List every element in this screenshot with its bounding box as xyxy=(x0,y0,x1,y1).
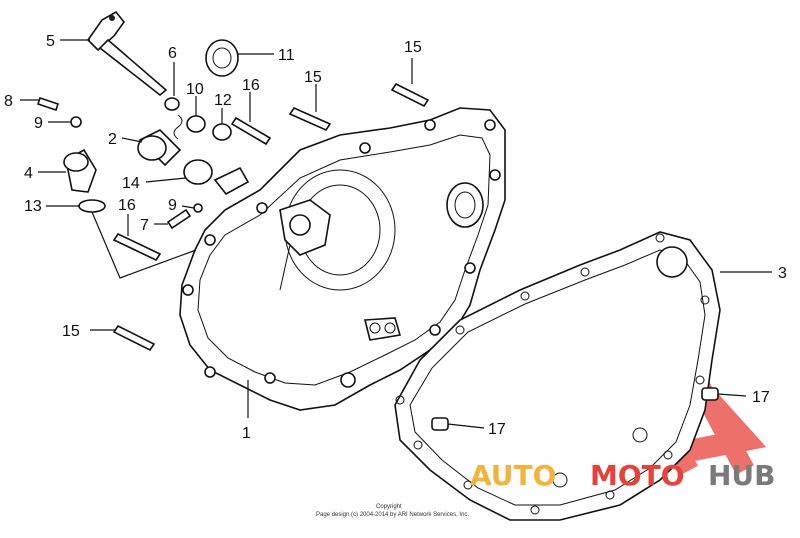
callout-4: 4 xyxy=(24,165,33,182)
callout-1: 1 xyxy=(242,425,251,442)
bolt-15a xyxy=(288,106,332,132)
callout-12: 12 xyxy=(214,92,232,109)
bolt-16a xyxy=(230,116,272,146)
bolt-15b xyxy=(390,82,430,108)
clutch-lever-arm xyxy=(86,10,168,97)
callout-17-left: 17 xyxy=(488,421,506,438)
watermark-hub: HUB xyxy=(708,459,776,492)
callout-9-left: 9 xyxy=(34,115,43,132)
callout-15-top: 15 xyxy=(404,39,422,56)
callout-10: 10 xyxy=(186,81,204,98)
callout-3: 3 xyxy=(778,265,787,282)
watermark-moto: MOTO xyxy=(590,459,685,492)
right-crankcase-cover xyxy=(179,107,506,411)
lever-spring xyxy=(164,97,183,140)
oil-filler-cap xyxy=(63,148,97,193)
callout-14: 14 xyxy=(122,175,140,192)
screw-7 xyxy=(166,208,192,230)
callout-15-left: 15 xyxy=(62,323,80,340)
watermark-auto: AUTO xyxy=(470,459,556,492)
callout-11: 11 xyxy=(278,47,295,64)
bolt-15c xyxy=(112,324,156,352)
bushing xyxy=(137,129,182,167)
washer-9b xyxy=(193,203,203,213)
callout-15-mid: 15 xyxy=(304,69,322,86)
cover-gasket xyxy=(394,231,721,521)
callout-17-right: 17 xyxy=(752,389,770,406)
washer-9a xyxy=(70,116,82,128)
copyright-notice: Page design (c) 2004-2014 by ARI Network… xyxy=(316,512,469,518)
seal-10 xyxy=(186,115,206,133)
callout-2: 2 xyxy=(108,131,117,148)
o-ring xyxy=(183,159,213,185)
watermark-text: AUTO MOTO HUB xyxy=(470,459,776,492)
leader-lines xyxy=(20,39,772,429)
bolt-16b xyxy=(112,232,162,262)
dowel-17a xyxy=(431,417,449,431)
callout-16-top: 16 xyxy=(242,77,260,94)
cable-guide xyxy=(213,166,250,196)
callout-16-left: 16 xyxy=(118,197,136,214)
cap-o-ring xyxy=(78,199,106,213)
callout-9-mid: 9 xyxy=(168,197,177,214)
callout-8: 8 xyxy=(4,93,13,110)
seal-12 xyxy=(212,123,232,141)
oil-seal xyxy=(205,39,239,77)
callout-13: 13 xyxy=(24,198,42,215)
copyright-title: Copyright xyxy=(376,504,402,510)
callout-6: 6 xyxy=(168,45,177,62)
callout-7: 7 xyxy=(140,217,149,234)
callout-5: 5 xyxy=(46,33,55,50)
dowel-17b xyxy=(701,387,719,401)
bolt-8 xyxy=(36,96,60,112)
